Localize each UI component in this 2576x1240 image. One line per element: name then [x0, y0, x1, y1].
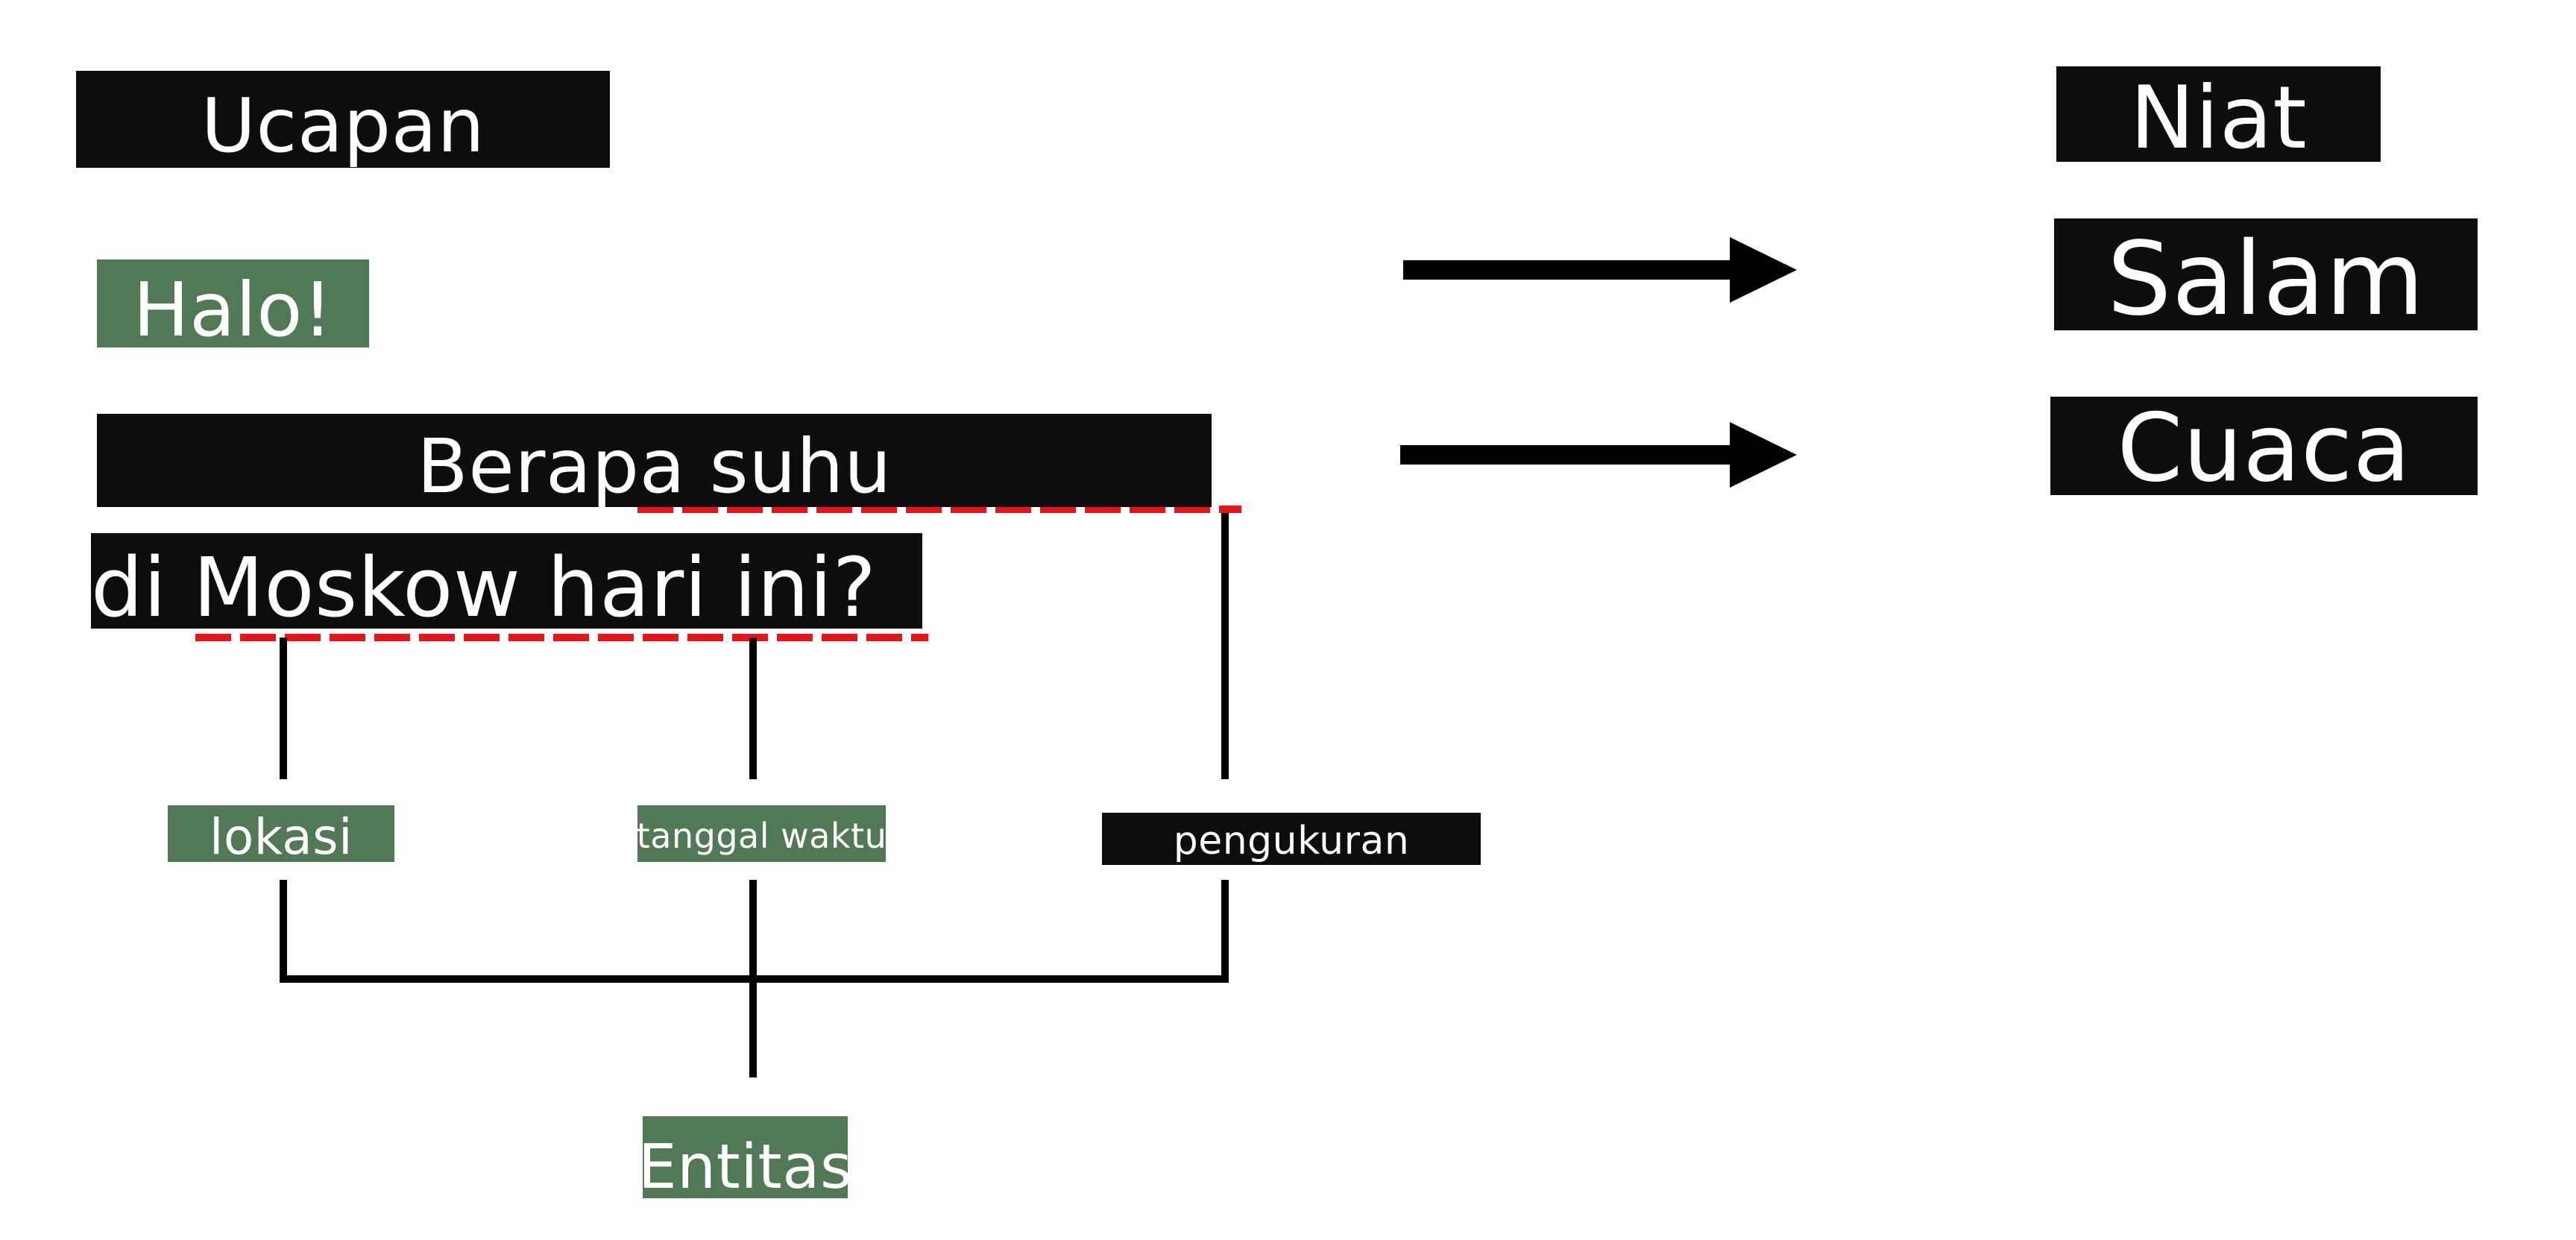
utterance-berapa-suhu: Berapa suhu — [97, 414, 1212, 507]
arrow-to-salam — [1403, 237, 1797, 303]
intent-salam: Salam — [2054, 218, 2478, 330]
utterance-header: Ucapan — [76, 71, 610, 168]
utterance-di-moskow: di Moskow hari ini? — [91, 533, 922, 629]
arrow-to-cuaca — [1400, 422, 1797, 488]
intent-header: Niat — [2056, 66, 2381, 162]
entity-tanggal-waktu: tanggal waktu — [637, 805, 886, 862]
entity-pengukuran: pengukuran — [1102, 813, 1481, 865]
utterance-halo: Halo! — [97, 259, 369, 347]
entity-lokasi: lokasi — [168, 805, 394, 862]
entities-label: Entitas — [643, 1116, 848, 1198]
intent-cuaca: Cuaca — [2050, 397, 2478, 495]
